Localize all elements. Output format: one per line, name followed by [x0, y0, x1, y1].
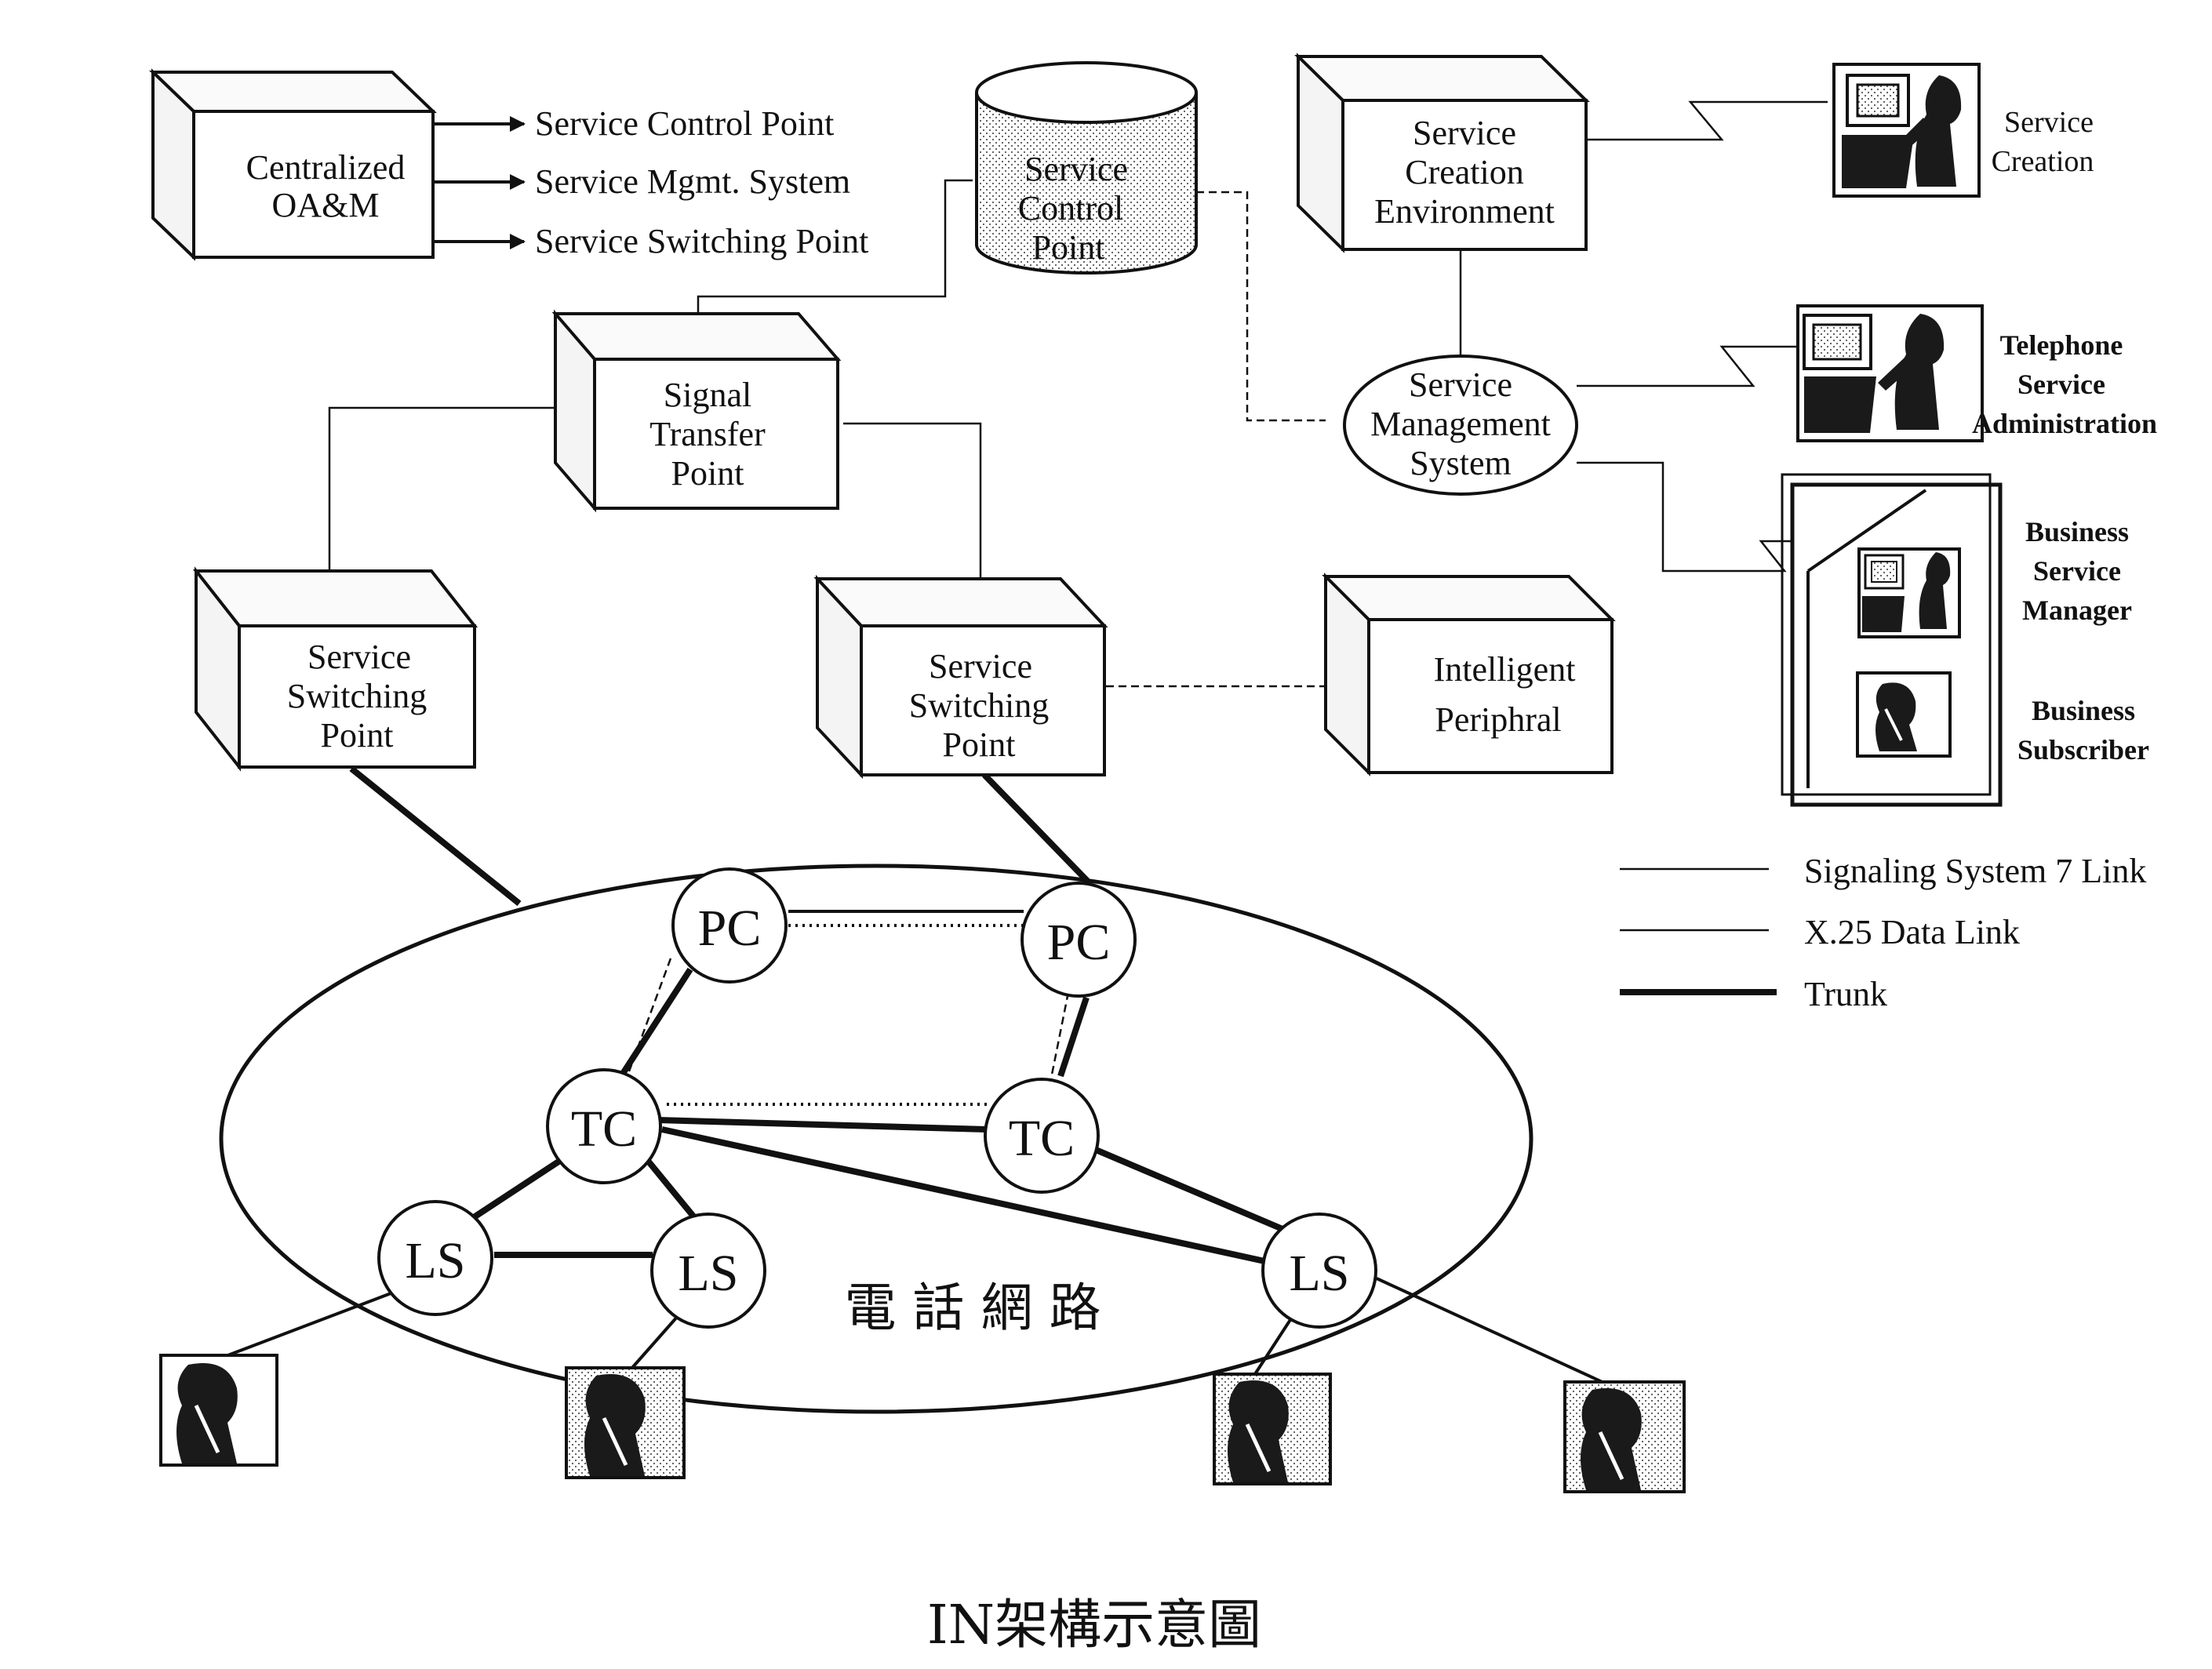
link-pcr-tcr-dash: [1050, 991, 1070, 1079]
node-ls-left-label: LS: [405, 1232, 465, 1289]
link-sms-telephone-admin: [1577, 345, 1812, 387]
trunk-ssp-left-network: [349, 765, 522, 907]
phone-user-icon-2: [565, 1366, 686, 1479]
link-sms-business: [1577, 461, 1796, 573]
sms-ellipse: Service Management System: [1343, 355, 1578, 496]
node-ls-right: LS: [1261, 1213, 1377, 1329]
node-pc-right-label: PC: [1047, 914, 1111, 971]
sce-label-line3: Environment: [1374, 192, 1555, 231]
terminal-service-creation-line1: Service: [2004, 106, 2094, 139]
phone-user-icon-4: [1563, 1380, 1686, 1493]
terminal-business-subscriber-line2: Subscriber: [2017, 734, 2149, 765]
node-ls-right-label: LS: [1289, 1245, 1349, 1302]
terminal-telephone-admin-line1: Telephone: [2000, 329, 2123, 361]
links-layer: [328, 100, 1828, 907]
box-centralized-oam: Centralized OA&M: [149, 68, 437, 261]
link-tcr-lsr: [1089, 1144, 1290, 1234]
ssp-right-label-line2: Switching: [909, 686, 1049, 725]
legend-label-x25: X.25 Data Link: [1804, 913, 2020, 951]
node-ls-mid-label: LS: [678, 1245, 738, 1302]
node-ls-mid: LS: [650, 1213, 766, 1329]
ssp-right-label-line1: Service: [929, 647, 1032, 685]
workstation-icon-business-manager: [1857, 547, 1961, 638]
line-lsr-phone4: [1376, 1277, 1617, 1390]
terminal-business-manager-line2: Service: [2033, 555, 2121, 587]
terminal-business-manager-line3: Manager: [2022, 595, 2132, 626]
link-sce-service-creation: [1586, 100, 1828, 141]
node-pc-left: PC: [671, 867, 788, 984]
link-pcr-tcr: [1057, 996, 1090, 1078]
line-lsr-phone3: [1252, 1310, 1297, 1378]
link-stp-scp: [697, 179, 973, 314]
workstation-icon-telephone-admin: [1796, 304, 1984, 442]
box-ssp-left: Service Switching Point: [192, 566, 478, 772]
ip-label-line2: Periphral: [1435, 700, 1561, 739]
ip-label-line1: Intelligent: [1434, 650, 1576, 689]
sms-label-line3: System: [1410, 444, 1512, 482]
node-pc-left-label: PC: [698, 900, 762, 957]
node-ls-left: LS: [377, 1200, 493, 1316]
scp-label-line1: Service: [1024, 150, 1128, 188]
box-ssp-right: Service Switching Point: [813, 574, 1108, 780]
telephone-network: PC PC TC TC LS LS LS 電 話 網 路: [219, 864, 1617, 1414]
link-stp-ssp-right: [843, 422, 982, 596]
link-tcl-lsm: [645, 1158, 697, 1220]
stp-label-line1: Signal: [664, 376, 751, 414]
link-tcl-tcr: [657, 1117, 988, 1133]
oam-target-ssp: Service Switching Point: [535, 222, 868, 260]
stp-label-line3: Point: [671, 454, 744, 493]
diagram-caption: IN架構示意圖: [927, 1594, 1261, 1656]
scp-label-line2: Control: [1018, 189, 1123, 227]
network-ellipse: [219, 864, 1533, 1414]
terminal-telephone-admin-line2: Service: [2017, 369, 2105, 400]
link-stp-ssp-left: [328, 406, 579, 596]
ssp-right-label-line3: Point: [943, 725, 1016, 764]
ssp-left-label-line1: Service: [307, 638, 411, 676]
node-pc-right: PC: [1021, 882, 1137, 998]
oam-target-scp: Service Control Point: [535, 104, 834, 143]
sce-label-line1: Service: [1413, 114, 1516, 152]
terminal-business-subscriber-line1: Business: [2032, 695, 2135, 726]
box-service-creation-environment: Service Creation Environment: [1294, 53, 1590, 253]
phone-user-icon-1: [159, 1354, 278, 1467]
line-lsl-phone1: [219, 1285, 410, 1360]
oam-label-line2: OA&M: [272, 186, 380, 224]
terminal-business-manager-line1: Business: [2025, 516, 2129, 547]
terminal-telephone-admin-line3: Administration: [1972, 408, 2157, 439]
legend-label-trunk: Trunk: [1804, 975, 1887, 1013]
scp-label-line3: Point: [1032, 228, 1105, 267]
network-label: 電 話 網 路: [845, 1278, 1101, 1338]
link-pcl-tcl: [617, 967, 693, 1081]
stp-label-line2: Transfer: [649, 415, 766, 453]
sms-label-line2: Management: [1370, 405, 1551, 443]
node-tc-left: TC: [546, 1068, 662, 1184]
box-intelligent-peripheral: Intelligent Periphral: [1322, 573, 1616, 776]
phone-user-icon-3: [1213, 1373, 1332, 1485]
terminal-service-creation-line2: Creation: [1992, 145, 2094, 178]
box-signal-transfer-point: Signal Transfer Point: [551, 309, 842, 513]
trunk-ssp-right-network: [982, 773, 1091, 885]
legend: Signaling System 7 Link X.25 Data Link T…: [1620, 852, 2146, 1013]
link-scp-sms: [1196, 191, 1326, 422]
sms-label-line1: Service: [1409, 365, 1512, 404]
node-tc-left-label: TC: [571, 1100, 637, 1158]
sce-label-line2: Creation: [1405, 153, 1524, 191]
phone-user-icon-business-subscriber: [1856, 671, 1952, 758]
workstation-icon-service-creation: [1832, 63, 1981, 198]
business-premises-panel: [1781, 473, 2003, 807]
node-tc-right-label: TC: [1009, 1110, 1075, 1167]
ssp-left-label-line3: Point: [321, 716, 394, 755]
scp-database-cylinder: Service Control Point: [975, 61, 1198, 275]
oam-label-line1: Centralized: [246, 148, 406, 187]
link-tcl-lsl: [462, 1147, 579, 1227]
link-pcl-tcl-dash: [628, 958, 672, 1072]
legend-label-ss7: Signaling System 7 Link: [1804, 852, 2146, 890]
node-tc-right: TC: [984, 1078, 1100, 1194]
ssp-left-label-line2: Switching: [287, 677, 427, 715]
oam-target-sms: Service Mgmt. System: [535, 162, 850, 201]
link-tcl-lsr: [661, 1126, 1265, 1264]
